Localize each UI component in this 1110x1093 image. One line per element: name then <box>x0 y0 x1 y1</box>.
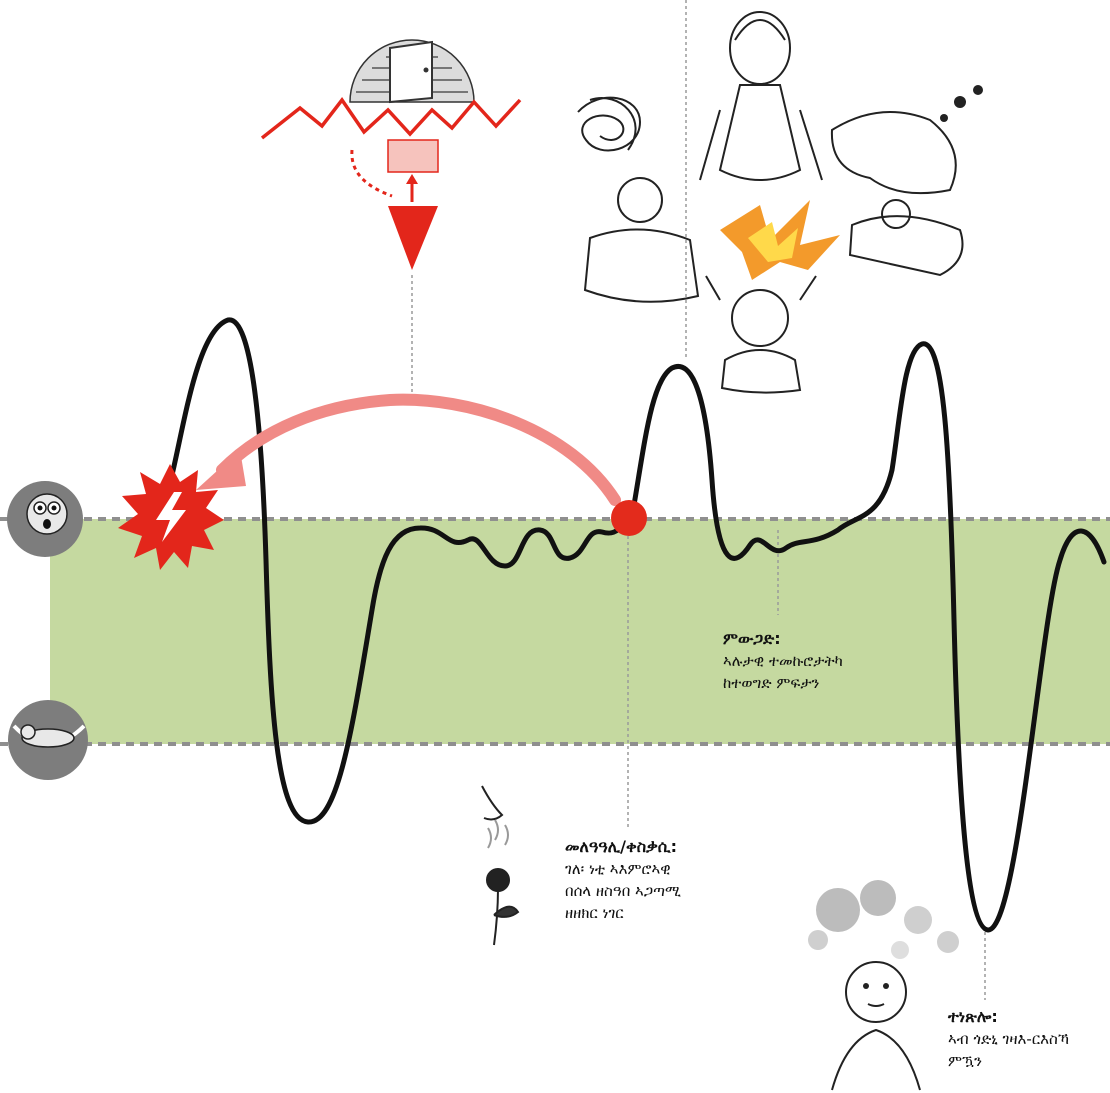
trigger-label: መለዓዓሊ/ቀስቃሲ: ገለ፡ ነቲ ኣእምሮኣዊ በሰላ ዘስዓበ ኣጋጣሚ … <box>565 836 681 924</box>
avoidance-label: ምውጋድ: ኣሉታዊ ተመኩሮታትካ ከተወግድ ምፍታን <box>723 628 843 694</box>
alarm-up-arrowhead <box>406 174 418 184</box>
hammock-person-icon <box>8 700 88 780</box>
trigger-title: መለዓዓሊ/ቀስቃሲ: <box>565 837 678 856</box>
scared-face-icon <box>7 481 83 557</box>
numbness-label: ተነጽሎ: ኣብ ጎድኒ ገዛእ-ርእስኻ ምዃን <box>948 1006 1069 1072</box>
trigger-point <box>611 500 647 536</box>
recall-arrow-shaft <box>216 393 621 506</box>
distressed-people-illustration <box>577 11 964 394</box>
numbness-title: ተነጽሎ: <box>948 1007 998 1026</box>
alarm-zigzag <box>260 97 522 140</box>
numbness-line-1: ኣብ ጎድኒ ገዛእ-ርእስኻ <box>948 1030 1069 1048</box>
arousal-curve <box>169 317 1107 933</box>
avoidance-title: ምውጋድ: <box>723 629 781 648</box>
nose-smelling-rose-icon <box>481 785 520 946</box>
lightning-burst-icon <box>118 464 224 570</box>
trigger-line-1: ገለ፡ ነቲ ኣእምሮኣዊ <box>565 860 671 878</box>
recall-arrow-head <box>196 450 246 490</box>
memory-link-dotted <box>350 149 393 198</box>
trigger-line-3: ዘዘክር ነገር <box>565 904 624 922</box>
numbness-line-2: ምዃን <box>948 1052 982 1070</box>
vault-door-icon <box>349 39 475 104</box>
avoidance-line-2: ከተወግድ ምፍታን <box>723 674 820 692</box>
avoidance-line-1: ኣሉታዊ ተመኩሮታትካ <box>723 652 843 670</box>
dazed-person-icon <box>808 880 959 1091</box>
tolerance-window-band <box>50 519 1110 744</box>
memory-box <box>387 139 439 173</box>
trigger-line-2: በሰላ ዘስዓበ ኣጋጣሚ <box>565 882 681 900</box>
explosion-shapes <box>720 85 983 280</box>
alarm-triangle-icon <box>388 206 438 270</box>
